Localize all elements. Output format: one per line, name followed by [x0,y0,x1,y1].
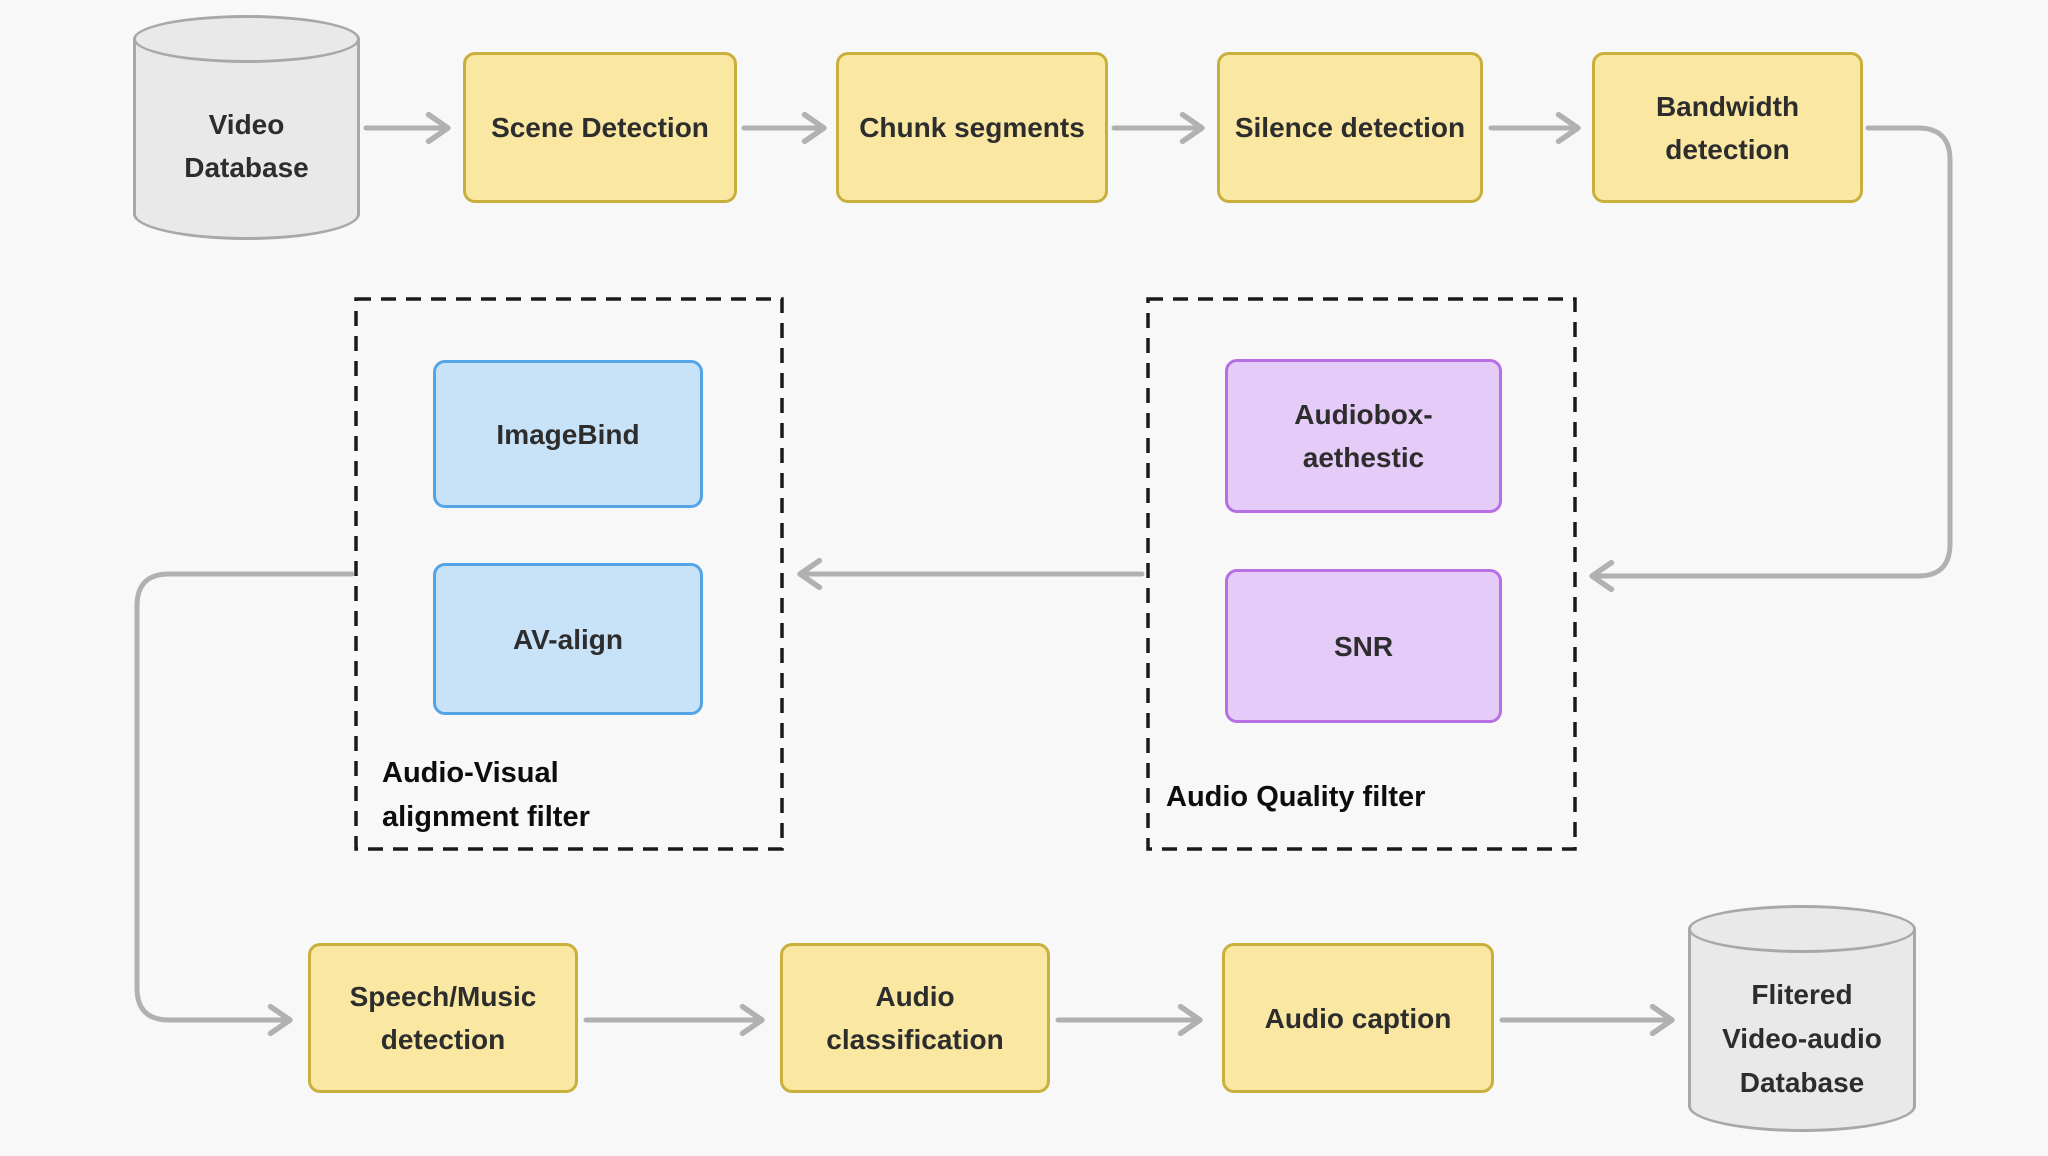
node-label: Speech/Music [349,981,537,1012]
node-chunk-segments: Chunk segments [836,52,1108,203]
node-label: classification [826,1024,1004,1055]
node-label: AV-align [513,623,623,655]
node-label: Audio [875,981,955,1012]
node-bandwidth-detection: Bandwidth detection [1592,52,1863,203]
node-audio-classification: Audio classification [780,943,1050,1093]
node-label: Database [184,152,309,183]
cylinder-top [1688,905,1916,953]
node-imagebind: ImageBind [433,360,703,508]
node-label: Flitered [1751,979,1853,1010]
node-silence-detection: Silence detection [1217,52,1483,203]
node-filtered-database: Flitered Video-audio Database [1688,905,1916,1132]
node-label: detection [380,1024,506,1055]
node-label: Audiobox- [1294,399,1433,430]
group-label-audio-quality-filter: Audio Quality filter [1166,781,1426,813]
node-av-align: AV-align [433,563,703,715]
node-label: Silence detection [1234,112,1466,143]
node-label: Database [1739,1067,1865,1098]
node-label: Scene Detection [491,112,709,143]
node-audiobox-aethestic: Audiobox- aethestic [1225,359,1502,513]
node-label: Audio caption [1264,1002,1452,1034]
node-label: Video-audio [1722,1023,1882,1054]
node-label: Video [208,109,285,140]
node-scene-detection: Scene Detection [463,52,737,203]
group-label-av-alignment-filter: Audio-Visual alignment filter [382,757,590,833]
node-label: SNR [1333,630,1394,662]
node-snr: SNR [1225,569,1502,723]
cylinder-body [133,39,360,240]
node-label: aethestic [1302,442,1425,473]
node-audio-caption: Audio caption [1222,943,1494,1093]
node-label: Bandwidth [1655,90,1800,122]
node-label: detection [1665,133,1790,165]
node-video-database: Video Database [133,15,360,240]
cylinder-body [1688,929,1916,1132]
cylinder-top [133,15,360,63]
node-label: Chunk segments [859,112,1085,143]
node-label: ImageBind [496,418,640,450]
node-speech-music-detection: Speech/Music detection [308,943,578,1093]
